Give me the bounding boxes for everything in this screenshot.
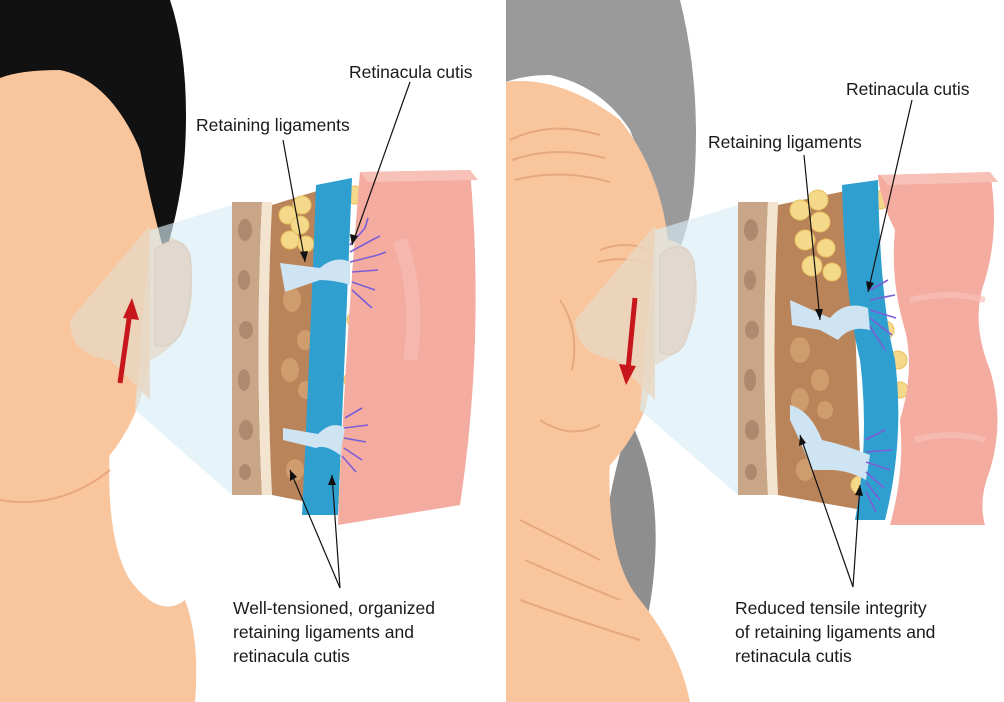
aged-hair (506, 0, 696, 265)
aged-caption-line-1: Reduced tensile integrity (735, 598, 927, 618)
young-ligaments-label: Retaining ligaments (196, 115, 350, 135)
young-retinacula-label: Retinacula cutis (349, 62, 473, 82)
young-lift-arrow (117, 298, 139, 384)
aged-ligament-lower (790, 405, 870, 480)
aged-dermis (878, 172, 998, 525)
aged-caption-line-3: retinacula cutis (735, 646, 852, 666)
aged-wrinkles (509, 127, 653, 641)
young-bone-layer (232, 202, 262, 495)
young-projection-cone (135, 205, 232, 495)
young-caption-line-1: Well-tensioned, organized (233, 598, 435, 618)
aged-retinacula-fibers (864, 279, 897, 513)
young-caption-line-3: retinacula cutis (233, 646, 350, 666)
aged-ligaments-label: Retaining ligaments (708, 132, 862, 152)
aged-caption-line-2: of retaining ligaments and (735, 622, 935, 642)
aged-pointer-lines (799, 99, 913, 588)
young-caption-line-2: retaining ligaments and (233, 622, 414, 642)
aged-retinacula-label: Retinacula cutis (846, 79, 970, 99)
young-ligament-upper (280, 259, 350, 292)
aged-ligament-upper (790, 300, 870, 340)
young-tissue-section (232, 170, 478, 525)
young-hair (0, 0, 186, 255)
panel-aged: Retinacula cutis Retaining ligaments Red… (506, 0, 998, 702)
panel-young: Retinacula cutis Retaining ligaments Wel… (0, 0, 500, 702)
young-neck (0, 440, 197, 702)
aged-highlight-region (575, 225, 655, 400)
young-pointer-lines (282, 81, 411, 589)
aged-projection-cone (640, 205, 738, 495)
aged-sag-arrow (619, 297, 638, 385)
aged-tissue-section (738, 172, 998, 525)
aged-bone-layer (738, 202, 768, 495)
aged-smas-band (842, 180, 899, 520)
aged-neck (506, 450, 690, 702)
young-ligament-lower (283, 425, 345, 455)
young-highlight-region (70, 225, 150, 400)
